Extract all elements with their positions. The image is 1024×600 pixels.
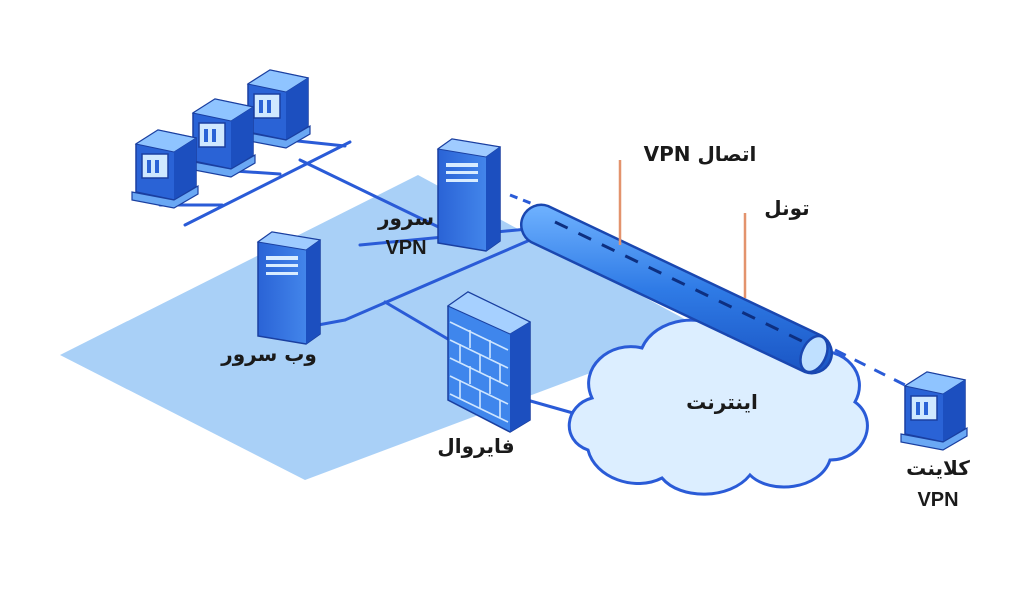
vpn-client-label-line2: VPN — [917, 489, 959, 511]
vpn-client-label-line1: کلاینت — [906, 456, 970, 480]
internet-label: اینترنت — [686, 390, 758, 414]
vpn-server-label-line1: سرور — [377, 206, 435, 230]
vpn-connection-label: اتصال VPN — [643, 142, 757, 166]
vpn-client-label: کلاینت VPN — [888, 452, 988, 516]
workstation-icon — [131, 129, 199, 209]
web-server-label: وب سرور — [221, 342, 317, 366]
vpn-server-label: سرور VPN — [366, 203, 446, 263]
tunnel-tube — [520, 203, 833, 375]
workstation-icon — [243, 69, 311, 149]
workstation-icon — [188, 98, 256, 178]
callout-leaders — [618, 160, 747, 298]
tunnel-label: تونل — [764, 196, 810, 220]
server-icon — [437, 138, 501, 252]
firewall-icon — [446, 291, 532, 433]
lan-links — [158, 138, 582, 417]
network-zone — [60, 175, 705, 480]
workstation-icon — [900, 371, 968, 451]
firewall-label: فایروال — [437, 434, 515, 458]
vpn-server-label-line2: VPN — [385, 237, 427, 259]
server-icon — [257, 231, 321, 345]
